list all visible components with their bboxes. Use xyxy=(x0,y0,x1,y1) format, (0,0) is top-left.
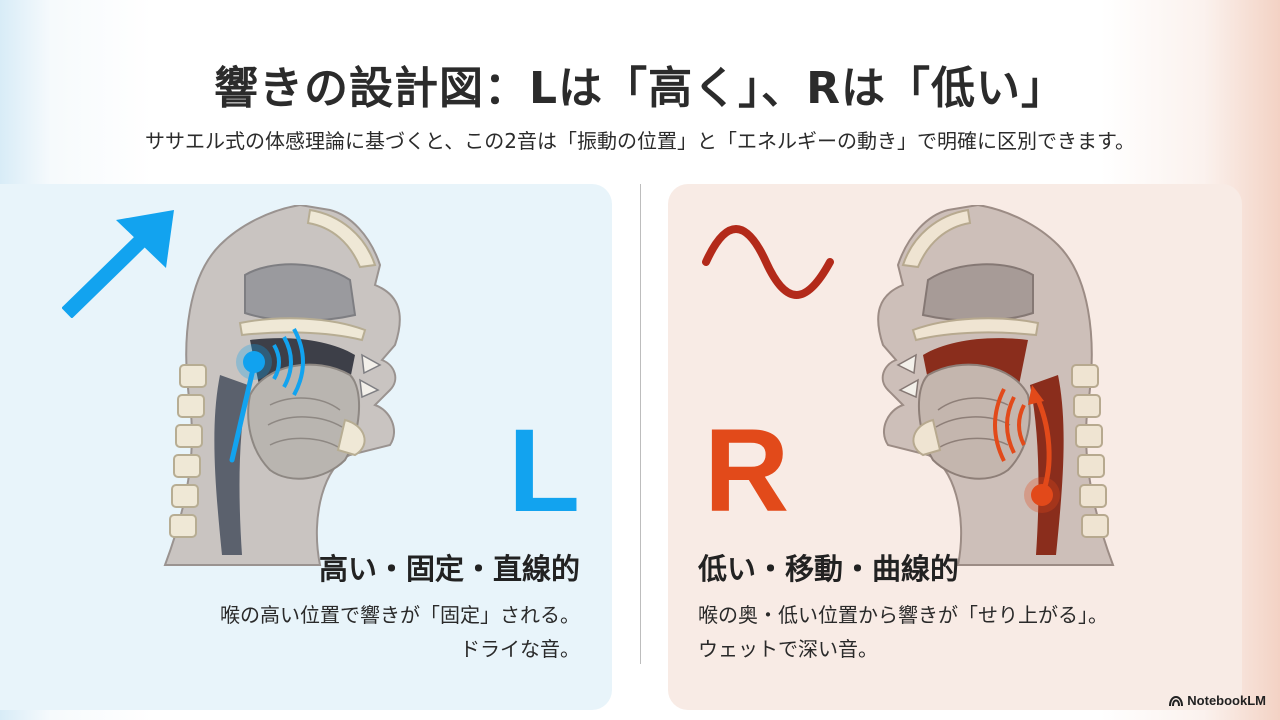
l-description: 喉の高い位置で響きが「固定」される。 ドライな音。 xyxy=(220,598,580,666)
l-desc-line2: ドライな音。 xyxy=(460,637,580,661)
r-desc-line2: ウェットで深い音。 xyxy=(698,637,878,661)
panel-divider xyxy=(640,184,641,664)
r-heading: 低い・移動・曲線的 xyxy=(698,552,960,586)
r-description: 喉の奥・低い位置から響きが「せり上がる」。 ウェットで深い音。 xyxy=(698,598,1108,666)
l-letter: L xyxy=(508,405,581,537)
page-title: 響きの設計図：Lは「高く」、Rは「低い」 xyxy=(214,63,1066,114)
wave-icon xyxy=(702,225,834,299)
r-vocal-tract-diagram xyxy=(877,205,1115,566)
page-subtitle: ササエル式の体感理論に基づくと、この2音は「振動の位置」と「エネルギーの動き」で… xyxy=(145,129,1135,153)
r-desc-line1: 喉の奥・低い位置から響きが「せり上がる」。 xyxy=(698,603,1108,627)
brand-label: NotebookLM xyxy=(1187,693,1266,708)
arrow-up-right-icon xyxy=(62,210,174,318)
notebooklm-brand: NotebookLM xyxy=(1169,693,1266,708)
r-letter: R xyxy=(704,405,790,537)
l-heading: 高い・固定・直線的 xyxy=(318,552,580,586)
l-vocal-tract-diagram xyxy=(163,205,401,566)
l-desc-line1: 喉の高い位置で響きが「固定」される。 xyxy=(220,603,580,627)
notebooklm-logo-icon xyxy=(1169,695,1184,706)
